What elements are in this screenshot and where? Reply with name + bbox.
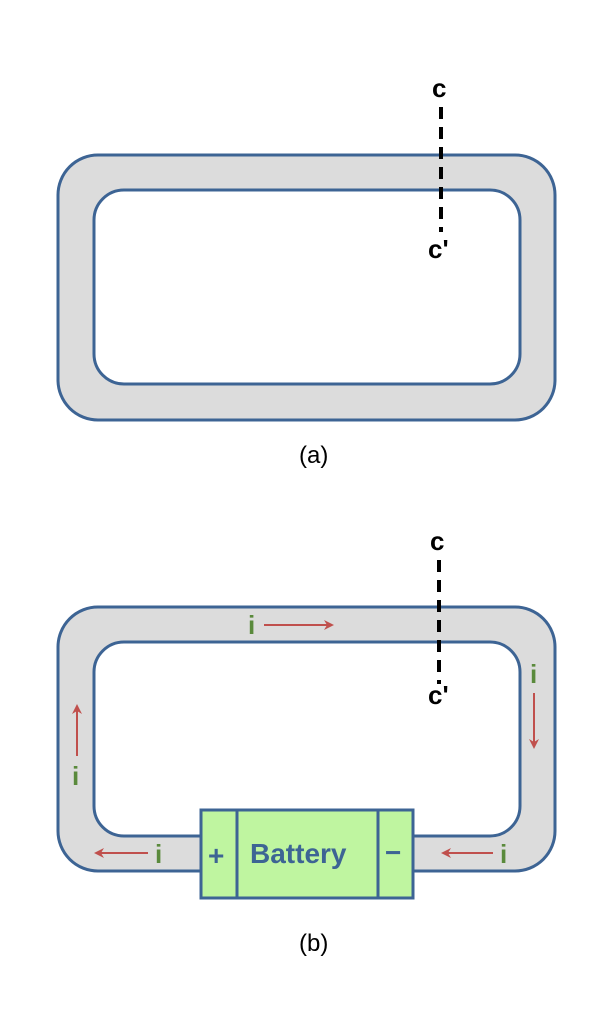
caption-a: (a): [299, 442, 328, 469]
cut-top-label-a: c: [432, 73, 446, 103]
cut-bottom-label-b: c': [428, 680, 449, 710]
battery: + Battery −: [199, 808, 415, 900]
current-label-top: i: [248, 610, 255, 640]
battery-label: Battery: [250, 838, 347, 869]
current-label-right: i: [530, 659, 537, 689]
battery-plus-terminal: +: [208, 840, 224, 871]
figure-b: c c' i i i i i + Battery − (b): [56, 526, 557, 957]
core-a: [56, 153, 557, 422]
current-label-bottom-left: i: [155, 839, 162, 869]
cut-top-label-b: c: [430, 526, 444, 556]
cut-bottom-label-a: c': [428, 234, 449, 264]
current-label-bottom-right: i: [500, 839, 507, 869]
caption-b: (b): [299, 930, 328, 957]
current-label-left: i: [72, 761, 79, 791]
battery-minus-terminal: −: [385, 837, 401, 868]
core-b: [56, 605, 557, 873]
figure-a: c c' (a): [56, 73, 557, 469]
